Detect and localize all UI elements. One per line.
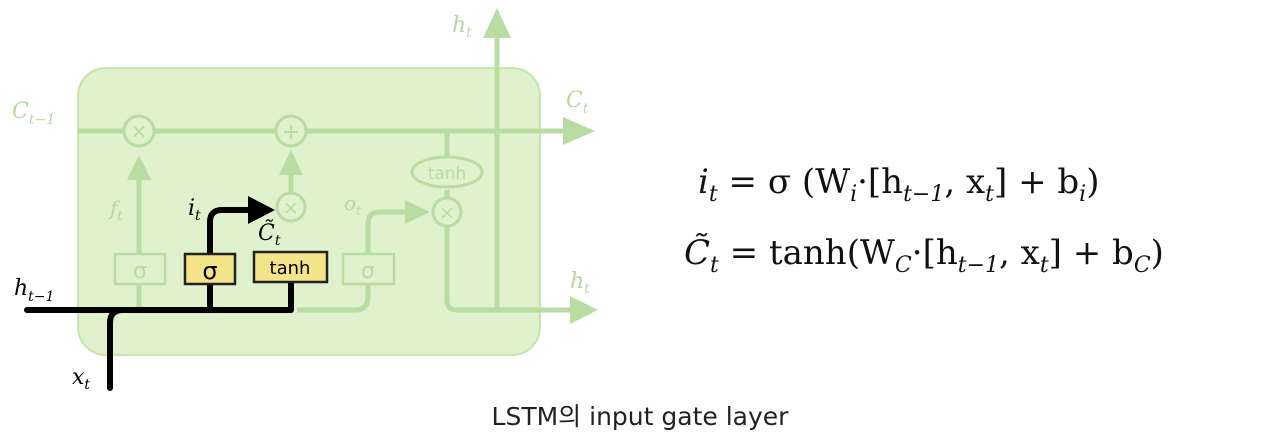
x-t-line [107,307,126,391]
active-input-paths [24,207,294,391]
tanh-oval-node: tanh [410,155,484,189]
c-prev-label: Ct−1 [12,99,55,128]
input-gate-box: σ [183,252,237,286]
forget-gate-symbol: σ [133,259,147,284]
output-gate-arrowhead [405,200,430,224]
cell-add-node: + [274,114,308,148]
cell-add-symbol: + [282,120,300,145]
output-multiply-node: × [431,196,463,228]
output-top-arrowhead [483,8,511,38]
c-tilde-label: C̃t [258,220,281,249]
input-multiply-symbol: × [283,197,299,219]
i-t-label: it [188,196,201,224]
figure-caption: LSTM의 input gate layer [491,402,789,431]
input-gate-arrowhead [248,196,275,224]
output-right-line [444,213,572,313]
output-right-arrowhead [570,296,598,324]
input-multiply-node: × [275,191,307,223]
h-prev-label: ht−1 [14,276,54,305]
c-next-label: Ct [566,88,589,117]
candidate-tanh-box: tanh [252,250,329,284]
candidate-tanh-label: tanh [270,258,311,279]
output-multiply-symbol: × [439,202,455,224]
forget-gate-box: σ [113,252,167,286]
h-right-label: ht [570,269,590,297]
output-gate-box: σ [341,252,396,286]
forget-multiply-node: × [122,114,156,148]
forget-multiply-symbol: × [131,119,148,143]
cell-state-arrowhead [563,117,595,145]
x-t-label: xt [72,365,90,393]
output-gate-symbol: σ [361,259,375,284]
candidate-to-add-arrowhead [279,150,303,175]
h-top-label: ht [452,13,472,41]
input-gate-to-multiply-line [207,207,255,257]
equation-candidate: C̃t = tanh(WC·[ht−1, xt] + bC) [684,233,1164,278]
o-t-label: ot [344,191,362,219]
input-gate-symbol: σ [202,257,217,285]
forget-gate-arrowhead [127,155,151,180]
equation-input-gate: it = σ (Wi·[ht−1, xt] + bi) [698,162,1099,207]
tanh-oval-label: tanh [428,164,467,184]
